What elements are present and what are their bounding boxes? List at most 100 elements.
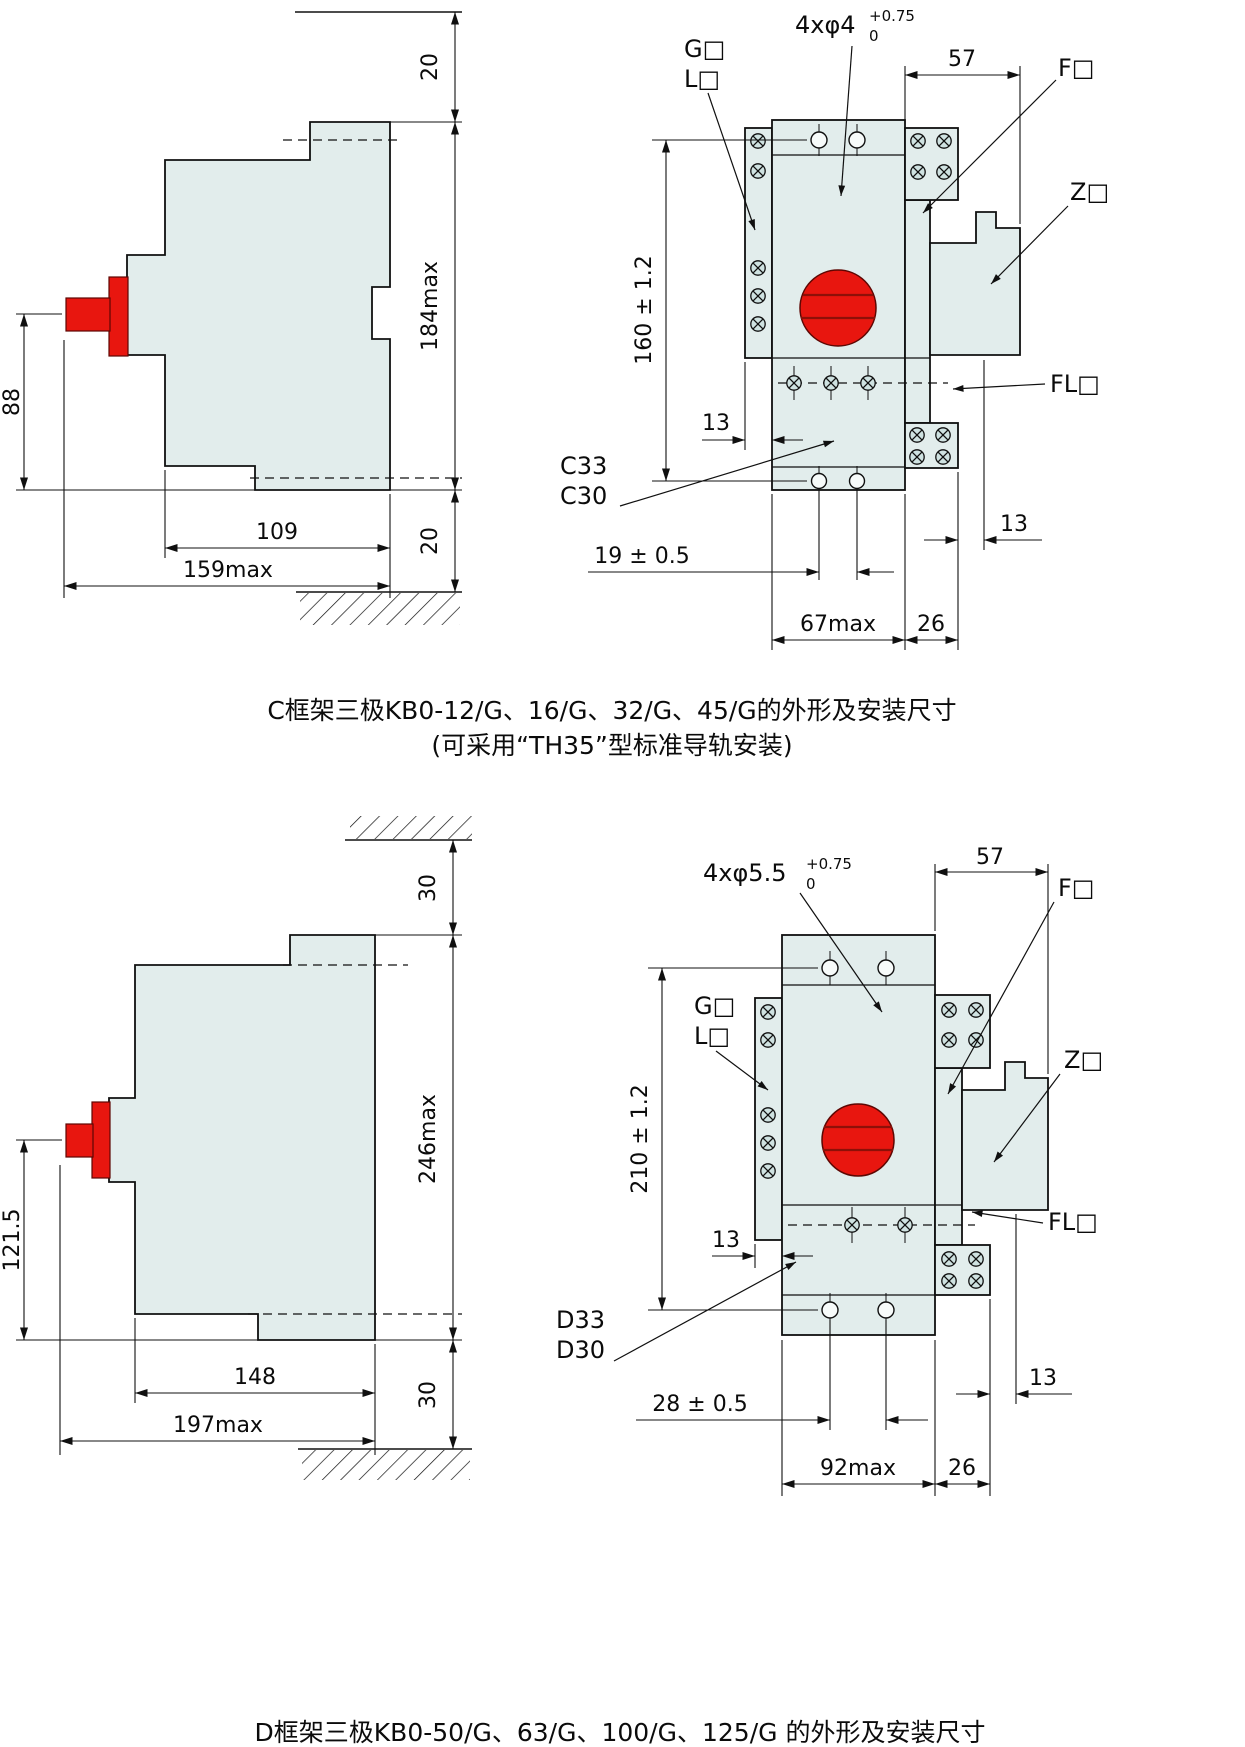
front-view-d: 4xφ5.5 +0.75 0 G□ L□ F□ Z□ FL□ D33 D30 5…	[556, 845, 1103, 1496]
handle-base	[91, 1101, 111, 1179]
holes-tolerance-top-c: +0.75	[869, 7, 915, 25]
screw	[750, 133, 766, 149]
screw	[935, 427, 951, 443]
terminal-label-l-c: L□	[684, 65, 720, 93]
handle-base	[108, 276, 129, 357]
dim-hole-height-c: 160 ± 1.2	[632, 255, 657, 364]
screw	[786, 375, 802, 391]
terminal-label-fl-c: FL□	[1050, 370, 1100, 398]
screw	[968, 1251, 984, 1267]
mounting-hole	[877, 959, 895, 977]
model-label-c30: C30	[560, 482, 607, 510]
side-view-c: 20 184max 20 88 109 159max	[0, 11, 462, 625]
dim-total-width-c: 159max	[183, 558, 273, 583]
caption-c-line1: C框架三极KB0-12/G、16/G、32/G、45/G的外形及安装尺寸	[267, 696, 956, 725]
right-strip	[904, 199, 931, 424]
screw	[760, 1004, 776, 1020]
leader-lines-front-c	[619, 45, 1069, 507]
dim-13-right-d: 13	[1029, 1366, 1057, 1391]
screw	[909, 449, 925, 465]
dim-13-right-c: 13	[1000, 512, 1028, 537]
front-view-c: 4xφ4 +0.75 0 G□ L□ F□ Z□ FL□ C33 C30 57 …	[560, 7, 1109, 650]
outlet-bracket	[961, 1061, 1049, 1211]
dim-57-c: 57	[948, 47, 976, 72]
model-label-c33: C33	[560, 452, 607, 480]
terminal-label-l-d: L□	[694, 1022, 730, 1050]
screw	[760, 1032, 776, 1048]
dimension-lines-front-d	[636, 864, 1072, 1496]
dim-13-left-c: 13	[702, 411, 730, 436]
dim-13-left-d: 13	[712, 1228, 740, 1253]
dim-height-d: 246max	[416, 1094, 441, 1184]
mounting-hole	[810, 131, 828, 149]
outlet-bracket	[929, 211, 1021, 356]
operating-button	[799, 269, 877, 347]
model-label-d30: D30	[556, 1336, 605, 1364]
screw	[860, 375, 876, 391]
terminal-label-fl-d: FL□	[1048, 1208, 1098, 1236]
dim-handle-height-d: 121.5	[0, 1209, 25, 1272]
terminal-label-g-c: G□	[684, 35, 725, 63]
screw	[968, 1273, 984, 1289]
dim-bottom-gap-d: 30	[416, 1381, 441, 1409]
holes-tolerance-bottom-c: 0	[869, 27, 879, 45]
holes-callout-c: 4xφ4	[795, 11, 856, 39]
holes-tolerance-top-d: +0.75	[806, 855, 852, 873]
dim-top-gap-d: 30	[416, 874, 441, 902]
dim-hole-height-d: 210 ± 1.2	[628, 1084, 653, 1193]
screw	[750, 288, 766, 304]
caption-c-line2: (可采用“TH35”型标准导轨安装)	[431, 731, 792, 760]
screw	[760, 1163, 776, 1179]
mounting-hole	[877, 1301, 895, 1319]
dim-height-c: 184max	[418, 261, 443, 351]
screw	[750, 260, 766, 276]
holes-tolerance-bottom-d: 0	[806, 875, 816, 893]
dim-body-width-c: 109	[256, 520, 298, 545]
screw	[910, 164, 926, 180]
handle-lever	[65, 1123, 94, 1158]
dimension-lines-side-d	[16, 840, 462, 1455]
handle-lever	[65, 297, 111, 332]
ground-hatch	[300, 593, 460, 625]
dim-92max-d: 92max	[820, 1456, 896, 1481]
leader-lines-front-d	[613, 892, 1061, 1362]
screw	[750, 163, 766, 179]
screw	[941, 1002, 957, 1018]
dim-bottom-gap-c: 20	[418, 527, 443, 555]
terminal-label-f-d: F□	[1058, 874, 1094, 902]
terminal-label-g-d: G□	[694, 992, 735, 1020]
dim-28-d: 28 ± 0.5	[652, 1392, 747, 1417]
ceiling-hatch	[350, 816, 472, 839]
side-view-d: 30 246max 30 121.5 148 197max	[0, 816, 472, 1480]
terminal-label-f-c: F□	[1058, 54, 1094, 82]
right-strip	[934, 1067, 963, 1246]
dim-67max-c: 67max	[800, 612, 876, 637]
screw	[823, 375, 839, 391]
screw	[760, 1107, 776, 1123]
screw	[968, 1002, 984, 1018]
terminal-label-z-c: Z□	[1070, 178, 1109, 206]
mounting-hole	[848, 472, 866, 490]
dim-handle-height-c: 88	[0, 388, 25, 416]
mounting-hole	[821, 1301, 839, 1319]
screw	[941, 1251, 957, 1267]
terminal-label-z-d: Z□	[1064, 1046, 1103, 1074]
dimension-lines-side-c	[16, 11, 462, 598]
dimension-lines-front-c	[588, 66, 1042, 650]
dim-26-d: 26	[948, 1456, 976, 1481]
device-body-side	[126, 121, 391, 491]
operating-button	[821, 1103, 895, 1177]
dim-body-width-d: 148	[234, 1365, 276, 1390]
screw	[844, 1217, 860, 1233]
screw	[910, 133, 926, 149]
dim-total-width-d: 197max	[173, 1413, 263, 1438]
dim-26-c: 26	[917, 612, 945, 637]
screw	[750, 316, 766, 332]
mounting-hole	[821, 959, 839, 977]
screw	[760, 1135, 776, 1151]
model-label-d33: D33	[556, 1306, 605, 1334]
mounting-hole	[810, 472, 828, 490]
caption-d: D框架三极KB0-50/G、63/G、100/G、125/G 的外形及安装尺寸	[255, 1718, 986, 1747]
screw	[941, 1032, 957, 1048]
